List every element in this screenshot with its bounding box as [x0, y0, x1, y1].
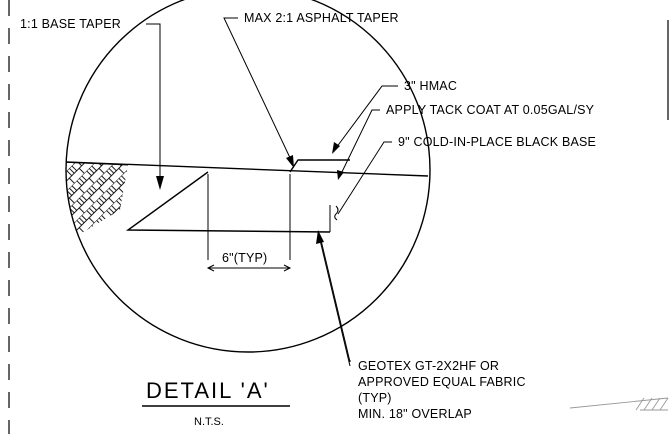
label-fabric-2: APPROVED EQUAL FABRIC [358, 375, 526, 389]
arrow-asphalt-taper [286, 155, 294, 168]
leader-asphalt-taper [223, 17, 293, 163]
dimension-label: 6"(TYP) [222, 251, 267, 265]
arrow-hmac [332, 142, 340, 154]
leader-black-base [337, 141, 392, 215]
leader-hmac [335, 85, 398, 149]
base-taper-wedge [125, 171, 331, 233]
label-black-base: 9" COLD-IN-PLACE BLACK BASE [398, 135, 596, 149]
detail-scale: N.T.S. [194, 416, 224, 428]
arrow-tack-coat [337, 170, 344, 180]
label-fabric-4: MIN. 18" OVERLAP [358, 407, 472, 421]
label-fabric-3: (TYP) [358, 391, 392, 405]
ground-surface-line [65, 161, 429, 177]
partial-hatch-fragment [569, 397, 669, 411]
leader-fabric-tail [319, 239, 351, 367]
arrow-base-taper [156, 176, 164, 190]
label-fabric-1: GEOTEX GT-2X2HF OR [358, 359, 499, 373]
label-asphalt-taper: MAX 2:1 ASPHALT TAPER [244, 11, 399, 25]
leader-base-taper [146, 23, 161, 182]
label-base-taper: 1:1 BASE TAPER [20, 17, 121, 31]
break-mark [334, 205, 339, 221]
label-tack-coat: APPLY TACK COAT AT 0.05GAL/SY [386, 103, 595, 117]
asphalt-overlay [289, 159, 350, 173]
existing-ground-hatch [66, 162, 128, 240]
detail-title: DETAIL 'A' [146, 378, 270, 403]
dim-arrow-left [206, 264, 215, 272]
arrow-fabric [316, 230, 324, 244]
leader-tack-coat [339, 109, 380, 177]
label-hmac: 3" HMAC [404, 79, 457, 93]
leader-fabric [319, 235, 351, 363]
dim-arrow-right [283, 264, 292, 272]
